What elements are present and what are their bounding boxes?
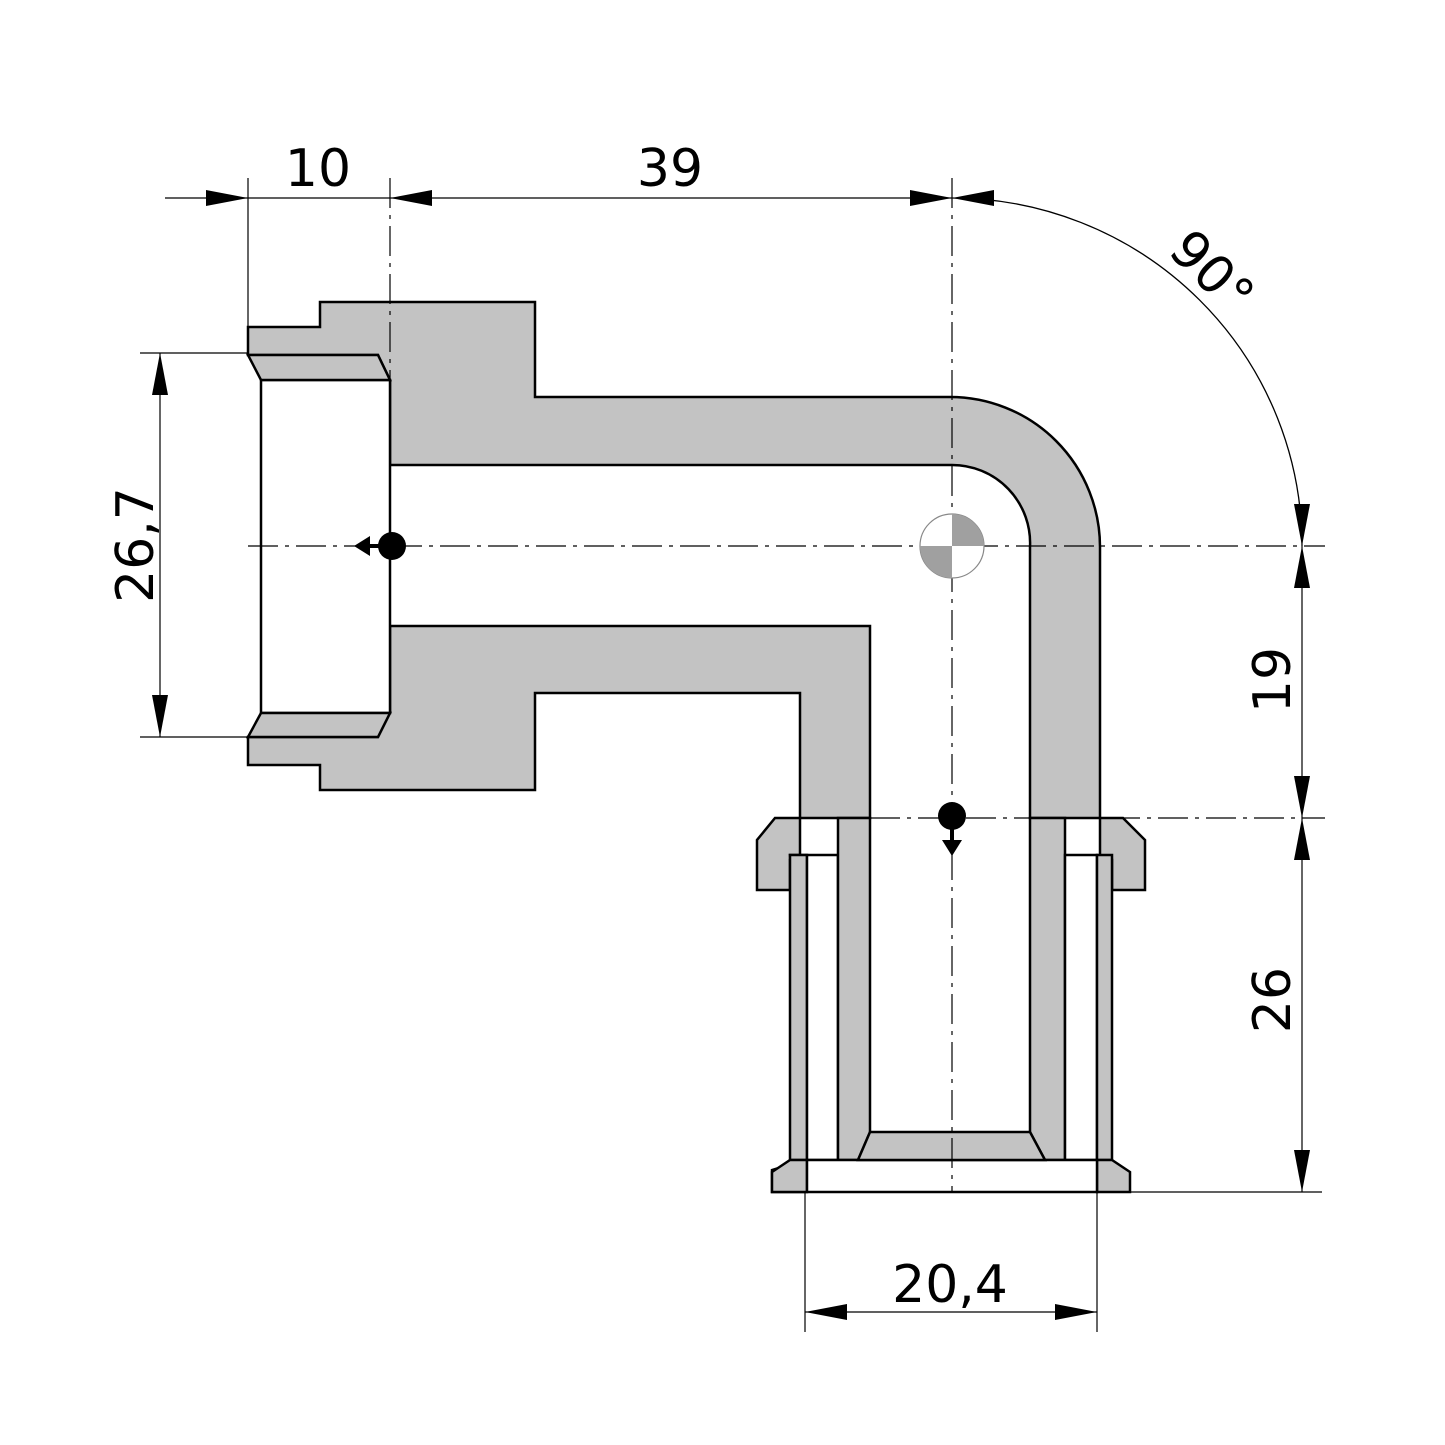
- socket-bottom-lip-right: [1095, 1158, 1132, 1194]
- dim-label-39: 39: [637, 139, 703, 199]
- dimension-top: 10 39: [165, 139, 994, 327]
- dim-label-26-7: 26,7: [106, 487, 166, 603]
- dimension-angle: 90°: [951, 197, 1310, 547]
- flow-marker-down-icon: [938, 802, 966, 856]
- center-marker-icon: [919, 513, 985, 579]
- dim-label-19: 19: [1243, 647, 1303, 713]
- socket-left-sleeve: [788, 853, 809, 1162]
- dimension-right: 19 26: [1130, 546, 1322, 1193]
- socket-right-sleeve: [1095, 853, 1114, 1162]
- socket-right-inner-wall: [1028, 816, 1067, 1162]
- left-chamfer-top: [245, 353, 392, 382]
- dimension-bottom: 20,4: [804, 1192, 1098, 1332]
- socket-left-gap: [805, 853, 840, 1162]
- left-chamfer-bottom: [245, 711, 393, 739]
- socket-left-inner-wall: [836, 816, 872, 1162]
- dim-label-angle: 90°: [1157, 219, 1265, 327]
- socket-right-gap: [1063, 853, 1099, 1162]
- dimension-left: 26,7: [106, 352, 248, 738]
- socket-bottom-lip-left: [770, 1158, 809, 1194]
- elbow-fitting-section: [245, 300, 1147, 1194]
- flow-marker-left-icon: [354, 532, 406, 560]
- upper-wall: [246, 300, 1102, 820]
- dim-label-20-4: 20,4: [892, 1255, 1008, 1315]
- dim-label-10: 10: [285, 139, 351, 199]
- dim-label-26: 26: [1243, 967, 1303, 1033]
